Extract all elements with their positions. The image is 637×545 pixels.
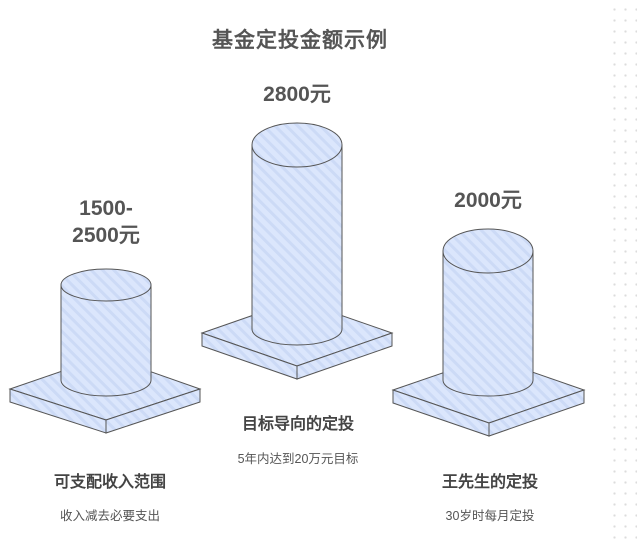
- pillar-1-value: 1500- 2500元: [46, 195, 166, 249]
- cylinder-1: [60, 268, 152, 397]
- pillar-3: [391, 228, 586, 437]
- pillar-2-value: 2800元: [263, 83, 331, 106]
- pillar-3-sub: 30岁时每月定投: [445, 509, 535, 523]
- diagram-title: 基金定投金额示例: [212, 29, 388, 52]
- pillar-1-value-line2: 2500元: [72, 224, 140, 247]
- dotted-grid-background: [607, 0, 637, 545]
- pillar-1: [8, 268, 202, 434]
- cylinder-2: [251, 122, 343, 346]
- pillar-2: [200, 122, 394, 380]
- pillar-1-sub: 收入减去必要支出: [59, 509, 160, 523]
- pillar-1-value-line1: 1500-: [79, 197, 133, 220]
- pillar-3-value: 2000元: [454, 189, 522, 212]
- pillar-2-label: 目标导向的定投: [241, 416, 354, 433]
- cylinder-3: [442, 228, 534, 397]
- pillar-2-sub: 5年内达到20万元目标: [237, 452, 359, 466]
- pillar-1-label: 可支配收入范围: [53, 474, 166, 491]
- pillar-3-label: 王先生的定投: [441, 474, 538, 491]
